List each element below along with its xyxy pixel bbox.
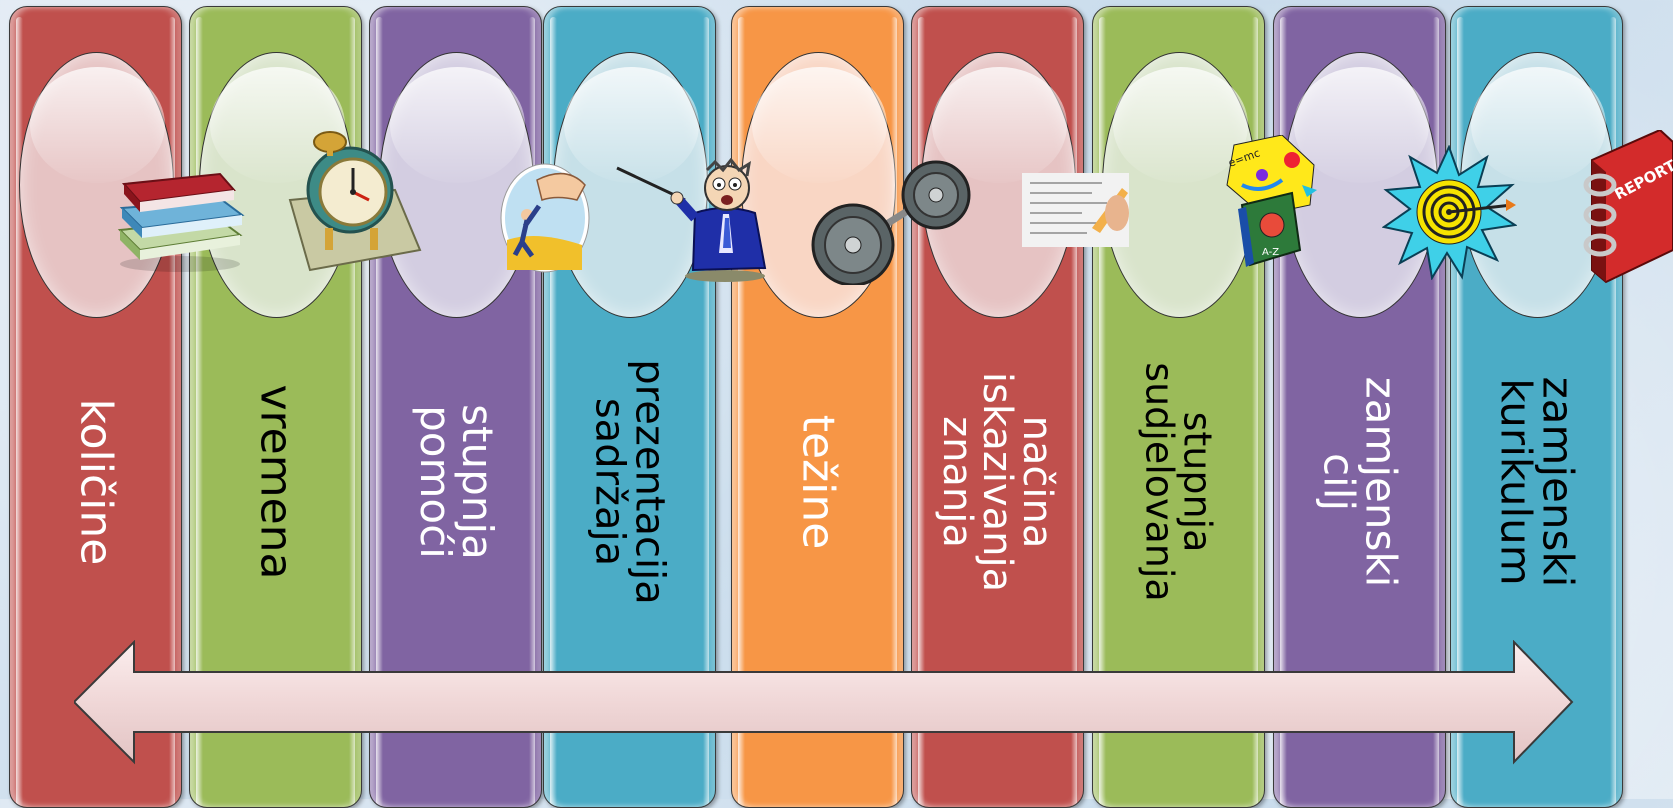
teacher-pointer-icon [615, 158, 780, 283]
books-icon [110, 160, 250, 280]
column-2-label: vremena [254, 384, 298, 579]
column-5-label: težine [795, 415, 839, 550]
report-binder-icon: REPORT [1578, 130, 1673, 290]
column-4-label: prezentacija sadržaja [590, 359, 670, 604]
svg-text:A-Z: A-Z [1262, 247, 1279, 258]
column-7-label: stupnja sudjelovanja [1141, 362, 1217, 601]
helping-hand-icon [497, 160, 593, 275]
double-arrow-icon [74, 640, 1574, 765]
column-9-label: zamjenski kurikulum [1495, 377, 1579, 588]
column-3-label: stupnja pomoći [414, 404, 498, 560]
science-book-icon: e=mc A-Z [1222, 135, 1322, 270]
alarm-clock-icon [285, 130, 425, 275]
column-8-label: zamjenski cilj [1318, 377, 1402, 588]
column-1-label: količine [74, 399, 118, 566]
column-6-label: načina iskazivanja znanja [938, 372, 1058, 592]
barbell-icon [808, 160, 978, 285]
test-paper-icon [1022, 173, 1129, 247]
target-icon [1382, 145, 1517, 280]
